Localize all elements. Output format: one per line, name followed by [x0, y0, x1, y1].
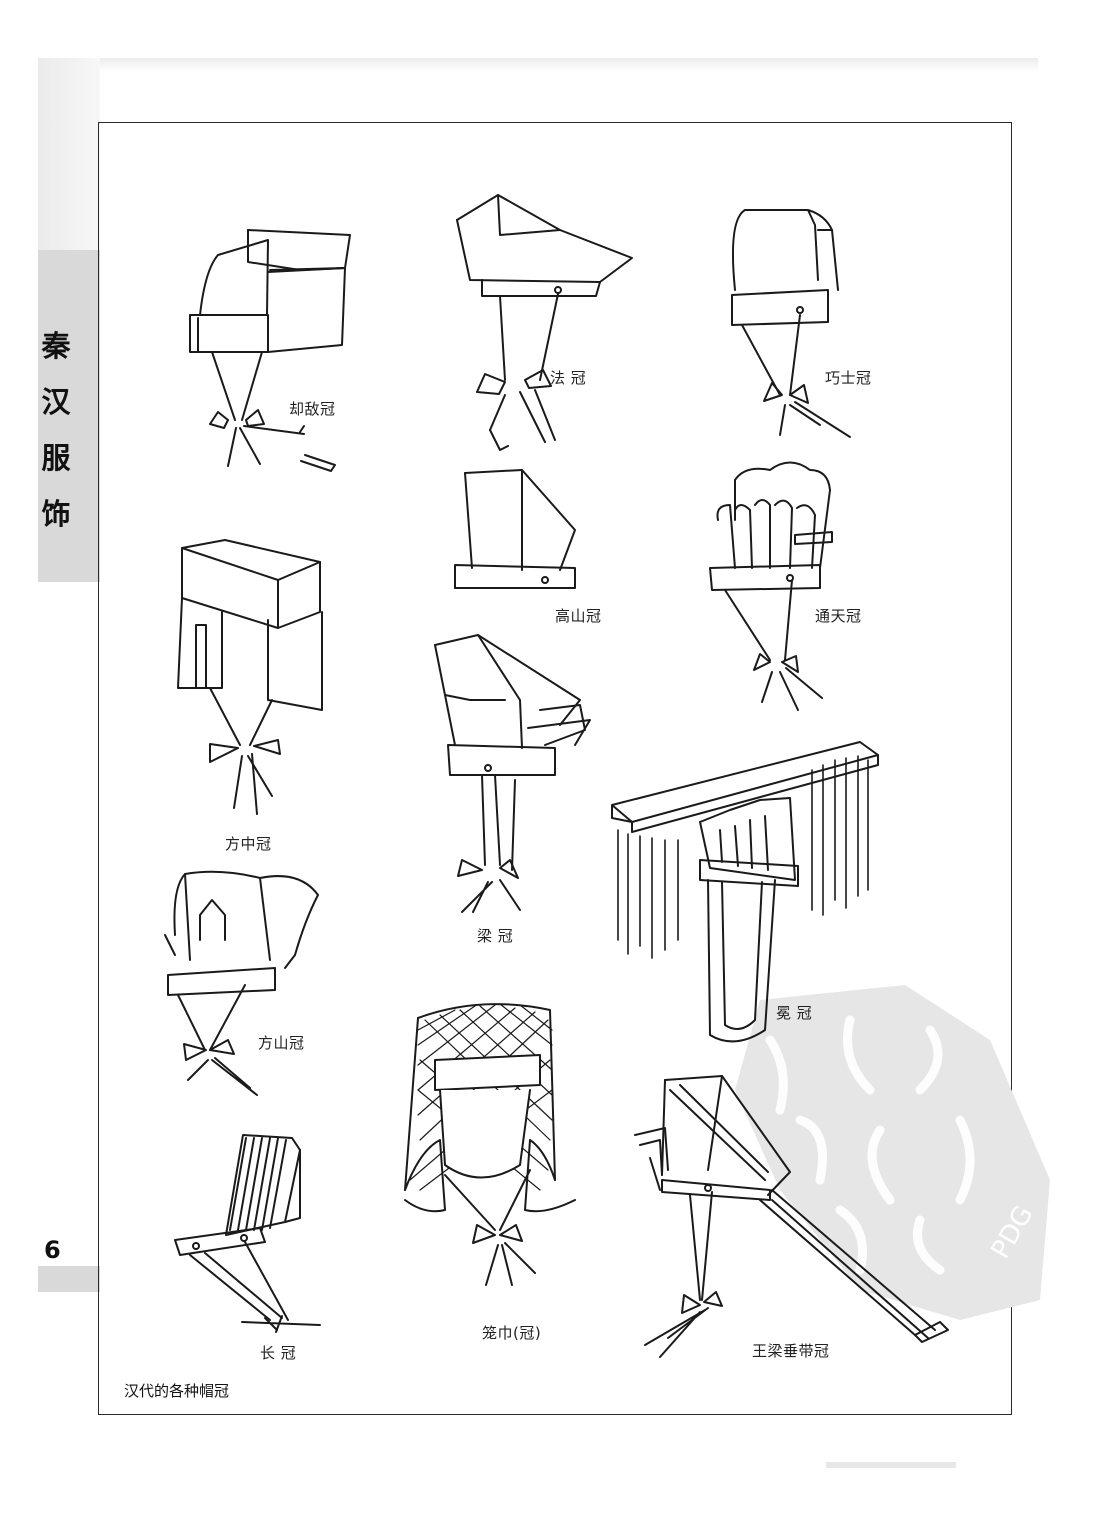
hat-chang	[174, 1134, 321, 1333]
hat-label-mian: 冕 冠	[776, 1004, 813, 1022]
hat-wangliang	[634, 1075, 949, 1358]
hat-label-fa: 法 冠	[550, 369, 587, 387]
page-number: 6	[44, 1236, 61, 1264]
mian-fringe-right	[811, 755, 869, 916]
watermark-seal: PDG	[735, 985, 1050, 1320]
illustration-frame	[98, 122, 1012, 1415]
hat-label-chang: 长 冠	[260, 1344, 297, 1362]
hat-mian	[611, 741, 879, 1043]
hat-longjin	[404, 1003, 576, 1286]
hat-tongtian	[709, 461, 833, 711]
hat-label-qiaoshi: 巧士冠	[825, 369, 872, 387]
hat-label-gaoshan: 高山冠	[555, 607, 602, 625]
hat-fangzhong	[177, 539, 323, 815]
hat-label-liang: 梁 冠	[477, 927, 514, 945]
hat-fa	[456, 194, 633, 451]
chapter-title-char: 饰	[41, 497, 71, 531]
chapter-title-char: 秦	[41, 329, 71, 363]
hat-label-wangliang: 王梁垂带冠	[752, 1342, 830, 1360]
hat-label-tongtian: 通天冠	[815, 607, 862, 625]
mian-fringe-left	[617, 829, 679, 959]
chapter-title-char: 汉	[41, 385, 71, 419]
scan-mark	[826, 1462, 956, 1468]
hat-qiaoshi	[731, 209, 851, 438]
hat-label-fangzhong: 方中冠	[225, 835, 272, 853]
chapter-title: 秦 汉 服 饰	[38, 318, 74, 542]
hat-fangshan	[164, 870, 319, 1096]
hat-label-quedi: 却敌冠	[289, 400, 336, 418]
hat-label-longjin: 笼巾(冠)	[482, 1324, 542, 1342]
hat-gaoshan	[454, 469, 576, 589]
scan-shadow-left	[38, 58, 100, 258]
hat-label-fangshan: 方山冠	[258, 1034, 305, 1052]
chapter-tab	[38, 250, 100, 582]
hat-liang	[434, 634, 591, 913]
hat-quedi	[189, 229, 351, 472]
figure-caption: 汉代的各种帽冠	[124, 1382, 230, 1400]
scan-shadow	[38, 58, 1038, 72]
page-number-bar	[38, 1266, 100, 1292]
chapter-title-char: 服	[41, 441, 71, 475]
